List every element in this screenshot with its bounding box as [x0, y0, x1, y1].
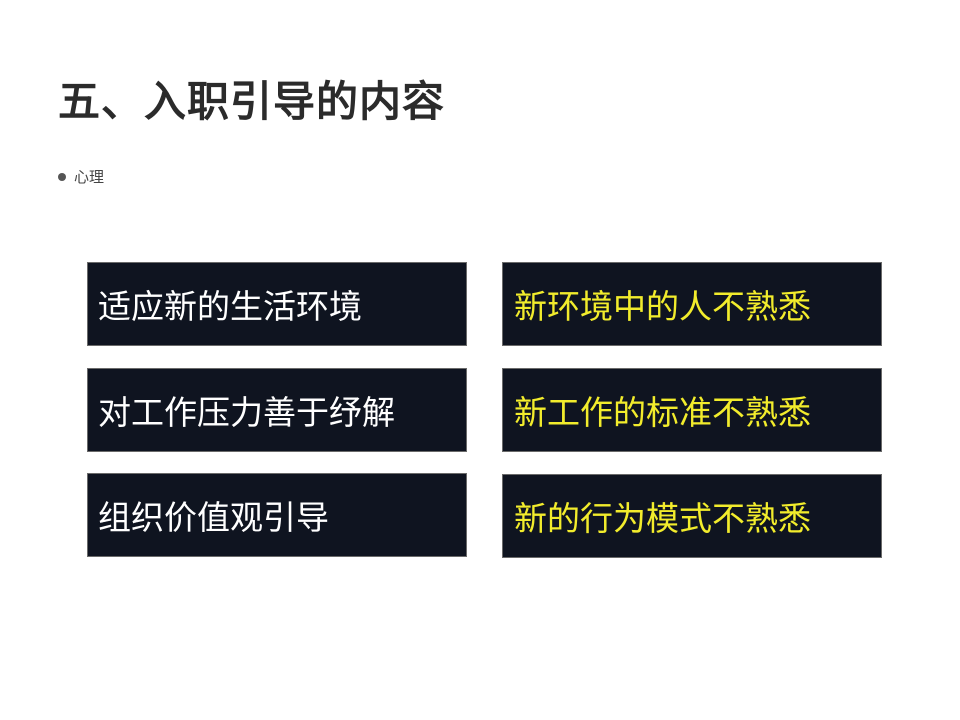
bullet-label: 心理 — [74, 168, 105, 186]
bullet-item: 心理 — [58, 166, 104, 188]
right-card-unfamiliar-standards: 新工作的标准不熟悉 — [502, 368, 882, 452]
left-card-label: 组织价值观引导 — [98, 498, 329, 537]
left-card-values-guidance: 组织价值观引导 — [87, 473, 467, 557]
left-card-label: 对工作压力善于纾解 — [98, 393, 395, 432]
bullet-dot-icon — [58, 173, 66, 181]
right-card-unfamiliar-people: 新环境中的人不熟悉 — [502, 262, 882, 346]
left-card-adapt-environment: 适应新的生活环境 — [87, 262, 467, 346]
slide-title: 五、入职引导的内容 — [58, 77, 446, 126]
left-card-relieve-pressure: 对工作压力善于纾解 — [87, 368, 467, 452]
right-card-label: 新工作的标准不熟悉 — [514, 393, 811, 432]
left-card-label: 适应新的生活环境 — [98, 287, 362, 326]
right-card-unfamiliar-behavior: 新的行为模式不熟悉 — [502, 474, 882, 558]
right-card-label: 新环境中的人不熟悉 — [514, 287, 811, 326]
right-card-label: 新的行为模式不熟悉 — [514, 499, 811, 538]
